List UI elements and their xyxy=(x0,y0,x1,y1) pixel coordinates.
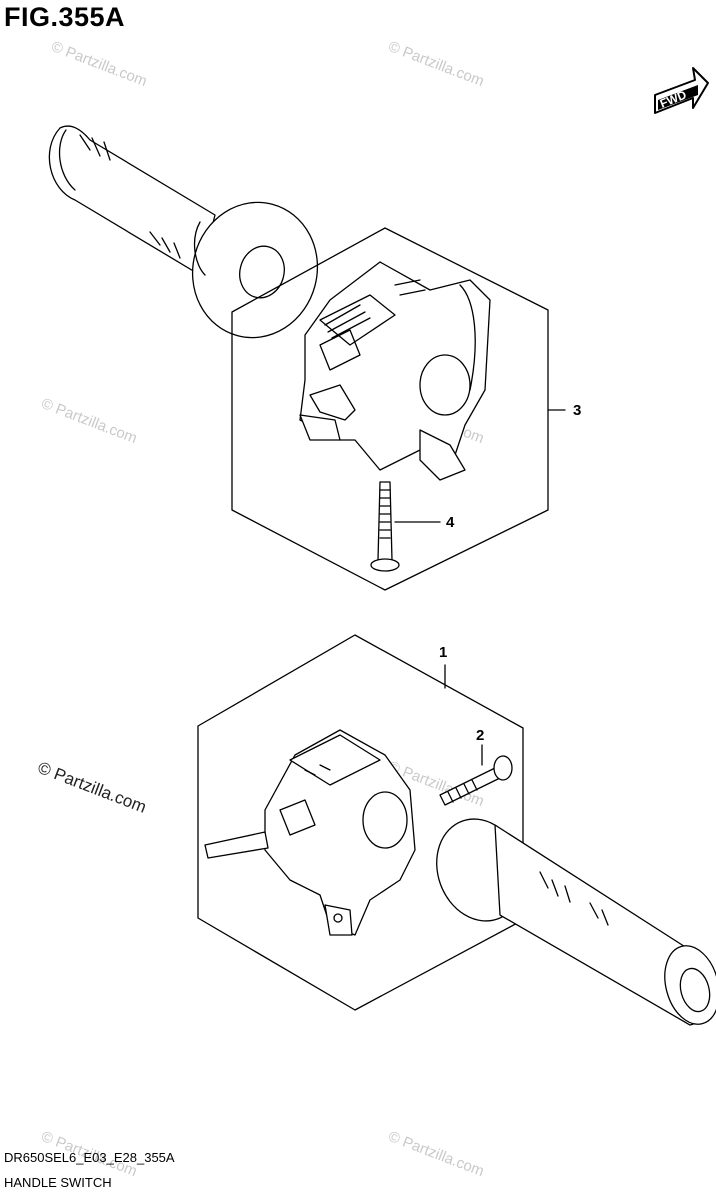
right-grip xyxy=(436,818,716,1026)
screw xyxy=(370,481,400,572)
right-switch-assembly xyxy=(204,729,416,936)
part-group-title: HANDLE SWITCH xyxy=(4,1175,112,1190)
assembly-outline-3 xyxy=(231,227,549,591)
fwd-arrow-icon: FWD xyxy=(654,67,709,114)
callout-2: 2 xyxy=(476,727,484,744)
assembly-outline-1 xyxy=(197,634,524,1011)
callout-4: 4 xyxy=(446,514,455,531)
callout-1: 1 xyxy=(439,644,447,661)
figure-title: FIG.355A xyxy=(4,2,126,32)
left-switch-assembly xyxy=(299,261,491,481)
model-code: DR650SEL6_E03_E28_355A xyxy=(4,1150,175,1165)
left-grip xyxy=(48,125,319,339)
callout-3: 3 xyxy=(573,402,581,419)
fwd-label: FWD xyxy=(658,87,689,110)
bolt xyxy=(439,755,513,806)
